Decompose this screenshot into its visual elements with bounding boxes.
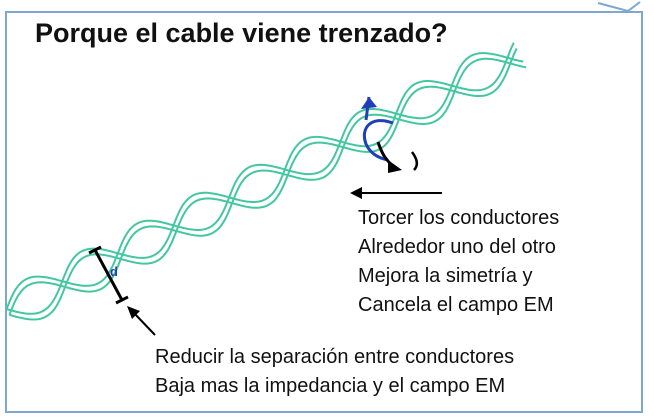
corner-connector-mark: [597, 1, 641, 13]
separation-marker: [88, 245, 129, 305]
distance-label: d: [110, 264, 118, 279]
cable-strand: [5, 52, 524, 310]
twist-note-line: Mejora la simetría y: [358, 265, 533, 287]
rotation-arrow-blue: [361, 96, 394, 162]
cable-strand: [6, 42, 515, 315]
separation-note-line: Reducir la separación entre conductores: [155, 346, 515, 368]
slide-title: Porque el cable viene trenzado?: [35, 18, 448, 48]
twist-note-line: Alrededor uno del otro: [358, 236, 556, 258]
slide-frame: [5, 11, 643, 413]
twist-note-line: Torcer los conductores: [358, 207, 560, 229]
cable-strand: [9, 47, 518, 321]
twist-note-line: Cancela el campo EM: [358, 294, 554, 316]
separation-note-line: Baja mas la impedancia y el campo EM: [155, 375, 506, 397]
separation-note: Reducir la separación entre conductores …: [155, 343, 514, 401]
twist-pointer-arrow: [350, 187, 442, 199]
cable-strand: [8, 57, 527, 316]
twisted-cable: [5, 42, 527, 321]
twist-note: Torcer los conductores Alrededor uno del…: [358, 204, 559, 320]
separation-pointer-arrow: [127, 306, 156, 336]
rotation-arrow-black: [376, 141, 418, 173]
